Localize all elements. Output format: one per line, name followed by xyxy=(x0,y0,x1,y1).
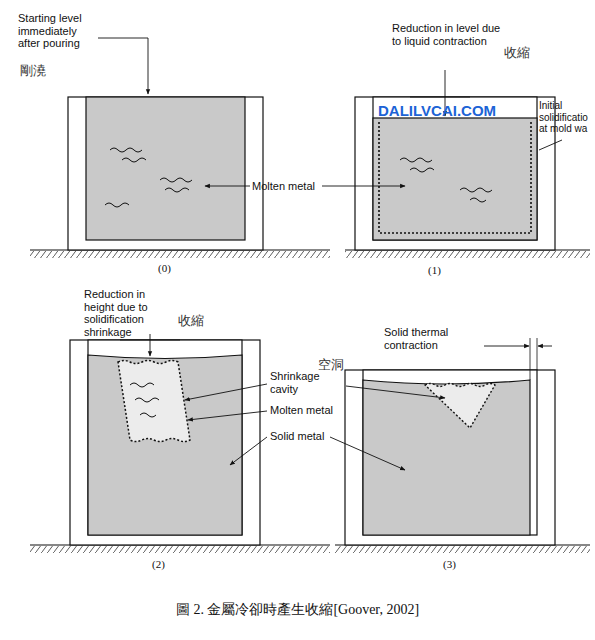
handwritten-note: 收縮 xyxy=(504,46,544,61)
material-label: Molten metal xyxy=(252,180,324,193)
leader-label: Initial solidificatio at mold wa xyxy=(539,100,593,135)
leader-label: Solid thermal contraction xyxy=(384,326,484,351)
leader-label: Reduction in height due to solidificatio… xyxy=(84,288,176,339)
mold-1 xyxy=(355,70,562,250)
panel-number: (2) xyxy=(152,558,182,571)
handwritten-note: 空洞 xyxy=(318,358,358,373)
handwritten-note: 收縮 xyxy=(178,314,218,329)
leader-label: Reduction in level due to liquid contrac… xyxy=(392,22,502,47)
material-label: Solid metal xyxy=(270,430,330,443)
mold-3 xyxy=(345,338,555,545)
panel-number: (1) xyxy=(428,264,458,277)
leader-label: Shrinkage cavity xyxy=(270,370,326,395)
handwritten-note: 剛澆 xyxy=(20,64,70,79)
mold-0 xyxy=(68,97,263,250)
leader-label: Starting level immediately after pouring xyxy=(18,12,100,50)
panel-number: (0) xyxy=(158,262,188,275)
material-label: Molten metal xyxy=(270,404,342,417)
ground-line xyxy=(30,250,590,553)
mold-2 xyxy=(70,334,260,545)
watermark: DALILVCAI.COM xyxy=(378,102,538,119)
panel-number: (3) xyxy=(443,558,473,571)
figure-caption: 圖 2. 金屬冷卻時產生收縮[Goover, 2002] xyxy=(0,602,595,618)
